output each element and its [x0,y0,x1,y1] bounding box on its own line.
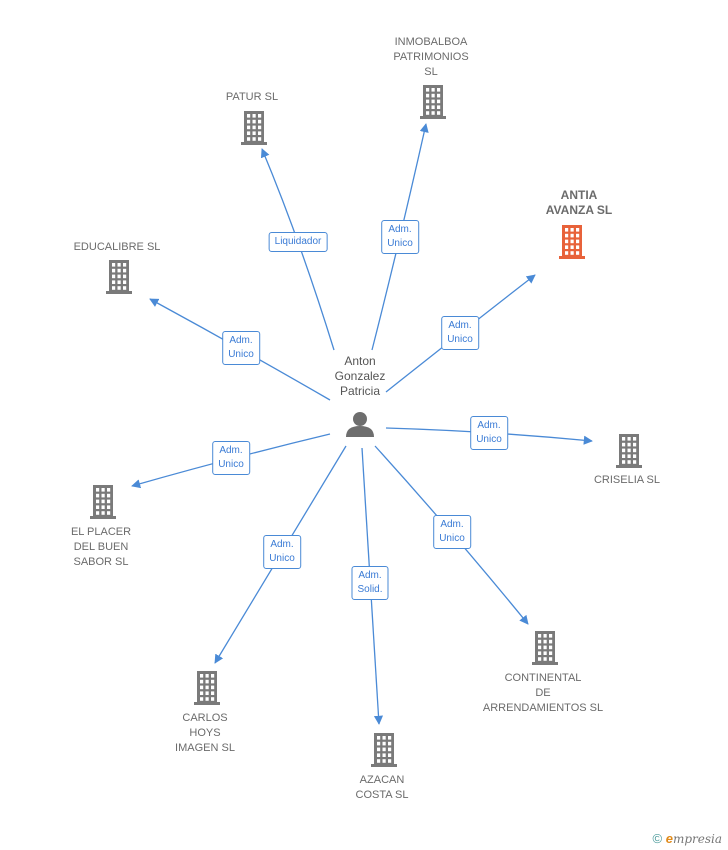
company-label-line: SL [424,66,438,78]
company-label-line: INMOBALBOA [394,36,468,48]
role-badge-carlos: Adm. Unico [263,535,301,569]
company-label-line: DE [535,687,551,699]
building-icon-educalibre [106,260,132,294]
company-label-line: AZACAN [359,774,405,786]
company-label-patur[interactable]: PATUR SL [226,90,278,105]
company-label-elplacer[interactable]: EL PLACER DEL BUEN SABOR SL [71,525,131,570]
person-icon [346,412,374,437]
company-label-azacan[interactable]: AZACAN COSTA SL [356,773,409,803]
role-badge-line: Unico [387,238,413,249]
company-label-line: CRISELIA SL [593,474,661,486]
building-icon-azacan [371,733,397,767]
role-badge-line: Liquidador [274,236,322,247]
person-name-line: Anton [344,354,376,368]
company-label-line: CONTINENTAL [504,672,582,684]
company-label-criselia[interactable]: CRISELIA SL [594,473,660,488]
role-badge-line: Unico [218,459,244,470]
role-badge-line: Adm. [388,224,412,235]
role-badge-antia: Adm. Unico [441,316,479,350]
company-label-line: SABOR SL [73,556,129,568]
person-name-line: Patricia [339,384,381,398]
brand-initial: e [665,831,673,846]
role-badge-line: Adm. [448,320,472,331]
company-label-line: PATUR SL [225,91,279,103]
role-badge-line: Adm. [229,335,253,346]
building-icon-continental [532,631,558,665]
company-label-line: IMAGEN SL [175,742,235,754]
building-icon-carlos [194,671,220,705]
company-label-educalibre[interactable]: EDUCALIBRE SL [74,240,161,255]
brand-name: mpresia [672,832,722,846]
footer-brand: © empresia [652,831,722,846]
company-label-line: ANTIA [560,188,598,202]
role-badge-line: Unico [476,434,502,445]
company-label-line: COSTA SL [355,789,409,801]
company-label-line: EL PLACER [70,526,132,538]
role-badge-line: Unico [439,533,465,544]
role-badge-educalibre: Adm. Unico [222,331,260,365]
company-label-line: AVANZA SL [545,203,613,217]
role-badge-line: Unico [228,349,254,360]
role-badge-line: Adm. [440,519,464,530]
company-label-inmobalboa[interactable]: INMOBALBOA PATRIMONIOS SL [393,35,468,80]
role-badge-inmobalboa: Adm. Unico [381,220,419,254]
person-name-line: Gonzalez [334,369,386,383]
role-badge-continental: Adm. Unico [433,515,471,549]
company-label-carlos[interactable]: CARLOS HOYS IMAGEN SL [175,711,235,756]
role-badge-patur: Liquidador [268,232,328,252]
company-label-line: HOYS [189,727,221,739]
building-icon-inmobalboa [420,85,446,119]
company-label-line: CARLOS [182,712,228,724]
role-badge-line: Adm. [270,539,294,550]
role-badge-line: Unico [447,334,473,345]
role-badge-line: Adm. [219,445,243,456]
role-badge-line: Solid. [357,584,383,595]
building-icon-criselia [616,434,642,468]
company-label-line: ARRENDAMIENTOS SL [482,702,604,714]
company-label-continental[interactable]: CONTINENTAL DE ARRENDAMIENTOS SL [483,671,603,716]
building-icon-patur [241,111,267,145]
role-badge-azacan: Adm. Solid. [351,566,389,600]
role-badge-line: Adm. [358,570,382,581]
role-badge-elplacer: Adm. Unico [212,441,250,475]
company-label-line: PATRIMONIOS [393,51,469,63]
building-icon-elplacer [90,485,116,519]
company-label-line: EDUCALIBRE SL [73,241,161,253]
role-badge-criselia: Adm. Unico [470,416,508,450]
copyright-symbol: © [652,831,663,846]
building-icon-antia [559,225,585,259]
role-badge-line: Unico [269,553,295,564]
company-label-line: DEL BUEN [73,541,129,553]
role-badge-line: Adm. [477,420,501,431]
